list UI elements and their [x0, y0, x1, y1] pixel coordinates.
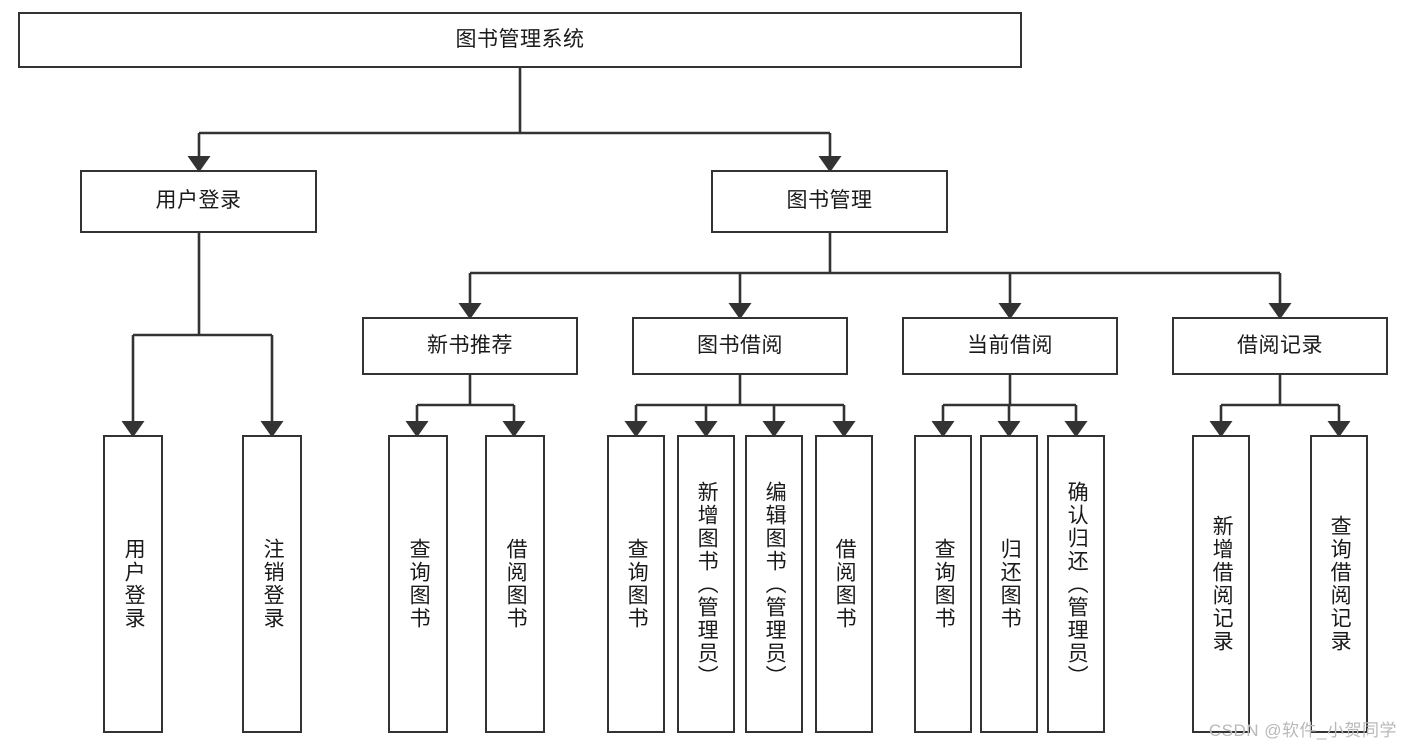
node-leaf-return-book[interactable]: 归还图书: [980, 435, 1038, 733]
node-leaf-query-record[interactable]: 查询借阅记录: [1310, 435, 1368, 733]
node-leaf-borrow-book-2-label: 借阅图书: [833, 538, 857, 630]
node-leaf-query-book-1-label: 查询图书: [407, 538, 431, 630]
node-leaf-borrow-book-1[interactable]: 借阅图书: [485, 435, 545, 733]
node-leaf-user-login[interactable]: 用户登录: [103, 435, 163, 733]
node-leaf-query-record-label: 查询借阅记录: [1328, 515, 1352, 653]
node-borrow-record-label: 借阅记录: [1237, 333, 1323, 357]
node-book-borrow[interactable]: 图书借阅: [632, 317, 848, 375]
node-leaf-borrow-book-2[interactable]: 借阅图书: [815, 435, 873, 733]
node-root-label: 图书管理系统: [455, 27, 585, 51]
node-leaf-confirm-return-label: 确认归还（管理员）: [1065, 480, 1089, 688]
node-leaf-borrow-book-1-label: 借阅图书: [504, 538, 528, 630]
node-leaf-query-book-3-label: 查询图书: [932, 538, 956, 630]
node-leaf-add-record[interactable]: 新增借阅记录: [1192, 435, 1250, 733]
node-borrow-record[interactable]: 借阅记录: [1172, 317, 1388, 375]
node-leaf-add-record-label: 新增借阅记录: [1210, 515, 1234, 653]
node-leaf-edit-book-label: 编辑图书（管理员）: [763, 480, 787, 688]
node-leaf-confirm-return[interactable]: 确认归还（管理员）: [1047, 435, 1105, 733]
node-book-management[interactable]: 图书管理: [711, 170, 948, 233]
node-book-management-label: 图书管理: [786, 189, 873, 213]
node-new-book-recommend[interactable]: 新书推荐: [362, 317, 578, 375]
node-leaf-add-book-label: 新增图书（管理员）: [695, 480, 719, 688]
node-current-borrow-label: 当前借阅: [967, 333, 1053, 357]
node-leaf-edit-book[interactable]: 编辑图书（管理员）: [745, 435, 803, 733]
node-leaf-query-book-2-label: 查询图书: [625, 538, 649, 630]
node-leaf-query-book-2[interactable]: 查询图书: [607, 435, 665, 733]
node-leaf-query-book-1[interactable]: 查询图书: [388, 435, 448, 733]
node-leaf-add-book[interactable]: 新增图书（管理员）: [677, 435, 735, 733]
node-user-login[interactable]: 用户登录: [80, 170, 317, 233]
node-leaf-return-book-label: 归还图书: [998, 538, 1022, 630]
node-leaf-logout-login[interactable]: 注销登录: [242, 435, 302, 733]
node-root[interactable]: 图书管理系统: [18, 12, 1022, 68]
node-book-borrow-label: 图书借阅: [697, 333, 783, 357]
node-leaf-logout-login-label: 注销登录: [261, 538, 285, 630]
node-new-book-recommend-label: 新书推荐: [427, 333, 513, 357]
node-leaf-user-login-label: 用户登录: [122, 538, 146, 630]
node-user-login-label: 用户登录: [155, 189, 242, 213]
watermark-text: CSDN @软件_小贺同学: [1208, 721, 1397, 740]
node-current-borrow[interactable]: 当前借阅: [902, 317, 1118, 375]
node-leaf-query-book-3[interactable]: 查询图书: [914, 435, 972, 733]
